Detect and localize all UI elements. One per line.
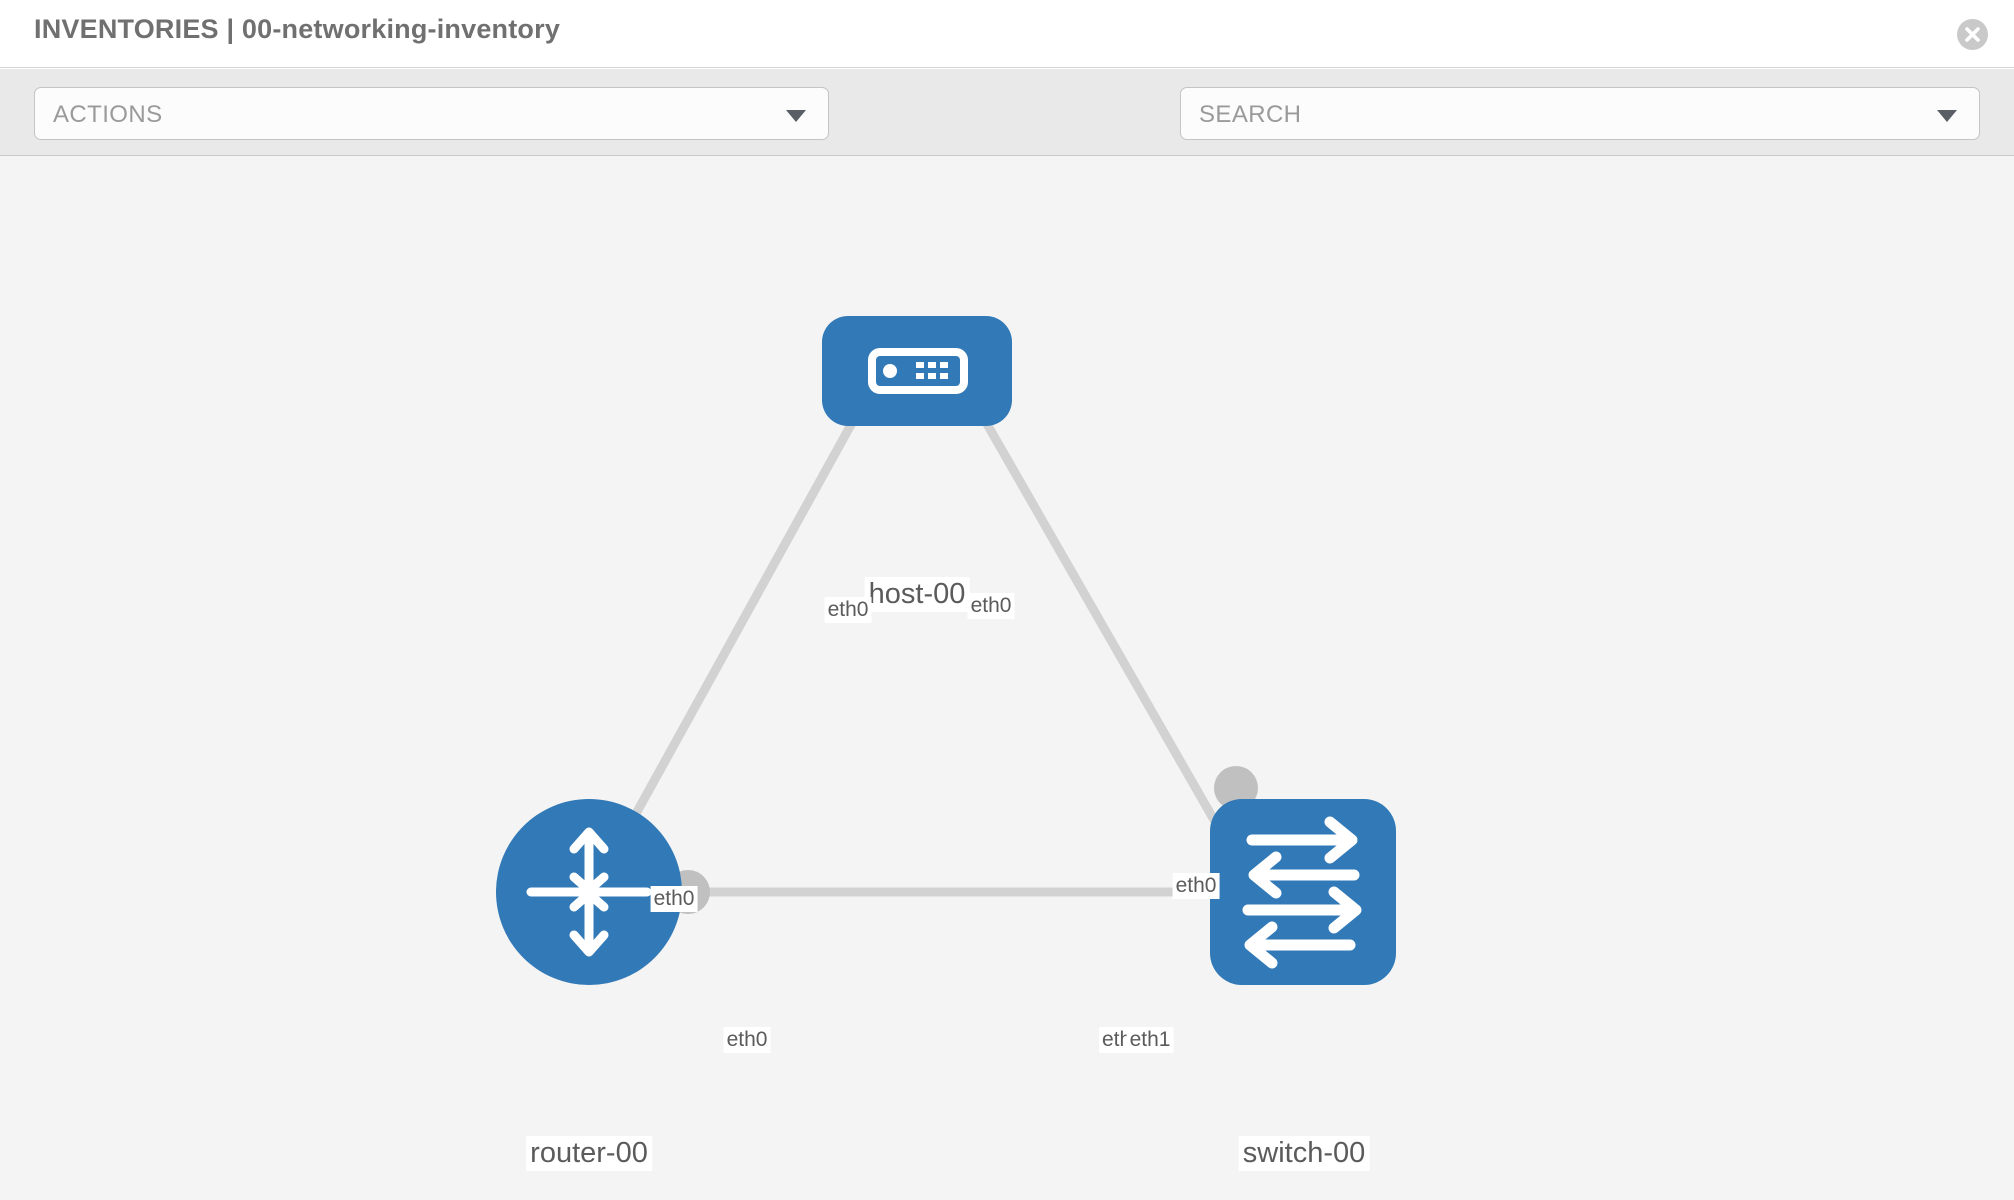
iface-label-switch00-eth0: eth0 [1172, 873, 1220, 899]
iface-label-host00-eth0-left: eth0 [824, 597, 872, 623]
node-switch-00[interactable] [1210, 799, 1396, 985]
iface-label-router00-eth0: eth0 [723, 1027, 771, 1053]
page-title: INVENTORIES | 00-networking-inventory [34, 14, 561, 44]
close-icon[interactable] [1957, 19, 1988, 50]
search-placeholder: SEARCH [1199, 101, 1302, 128]
iface-label-router00-eth0-uplink: eth0 [650, 886, 698, 912]
window-header: INVENTORIES | 00-networking-inventory [0, 0, 2014, 68]
actions-dropdown-label: ACTIONS [53, 101, 163, 128]
node-label-host-00: host-00 [864, 577, 970, 612]
server-icon [868, 348, 968, 394]
iface-label-switch00-eth1: eth1 [1126, 1027, 1174, 1053]
link-host00-switch00[interactable] [944, 353, 1249, 877]
chevron-down-icon [786, 110, 806, 122]
link-host00-router00[interactable] [592, 353, 893, 889]
topology-links [592, 353, 1249, 897]
chevron-down-icon[interactable] [1937, 110, 1957, 122]
router-arrows-icon [526, 827, 652, 957]
topology-canvas[interactable]: host-00 router-00 switch-00 eth0 eth0 et… [0, 156, 2014, 1200]
topology-graph [496, 316, 1396, 985]
topology-ports [666, 346, 1258, 965]
node-label-switch-00: switch-00 [1238, 1136, 1370, 1171]
node-host-00[interactable] [822, 316, 1012, 426]
iface-label-host00-eth0-right: eth0 [967, 593, 1015, 619]
search-input[interactable]: SEARCH [1180, 87, 1980, 140]
actions-dropdown[interactable]: ACTIONS [34, 87, 829, 140]
toolbar: ACTIONS SEARCH [0, 69, 2014, 204]
node-label-router-00: router-00 [526, 1136, 652, 1171]
switch-arrows-icon [1242, 816, 1362, 969]
node-router-00[interactable] [496, 799, 682, 985]
